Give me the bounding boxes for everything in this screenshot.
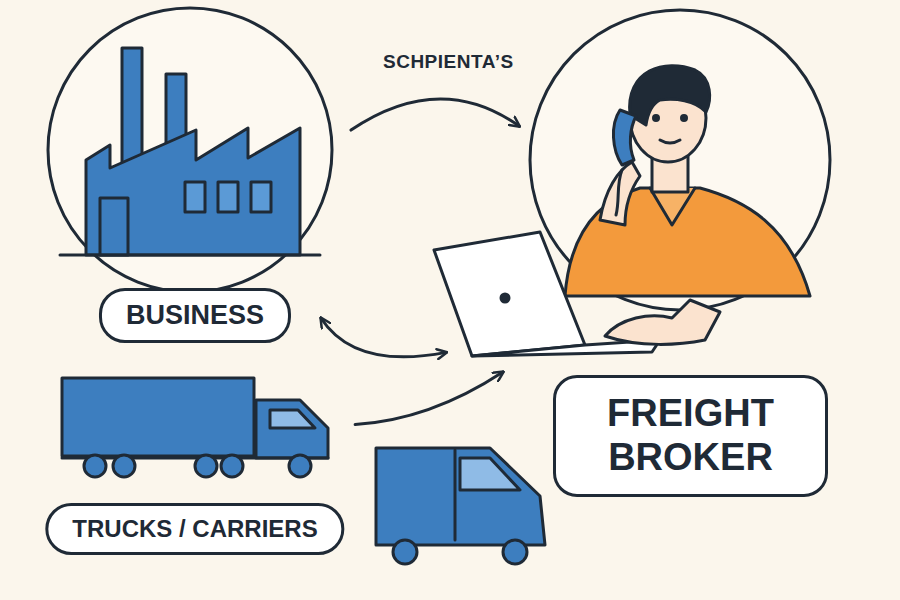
label-box: FREIGHT BROKER	[553, 375, 828, 497]
node-label: BUSINESS	[126, 300, 264, 331]
carriers-node: TRUCKS / CARRIERS	[40, 370, 560, 565]
label-pill: BUSINESS	[99, 288, 291, 343]
box-truck-icon	[62, 378, 328, 477]
broker-person	[565, 66, 810, 296]
flow-arrow	[351, 99, 519, 130]
laptop-icon	[434, 232, 720, 356]
broker-node: FREIGHT BROKER	[430, 8, 835, 500]
label-pill: TRUCKS / CARRIERS	[45, 503, 344, 555]
flow-arrow	[321, 318, 446, 357]
broker-circle	[530, 10, 830, 310]
business-circle	[48, 8, 332, 292]
node-label: TRUCKS / CARRIERS	[72, 515, 317, 543]
van-icon	[376, 448, 545, 564]
factory-icon	[60, 48, 320, 255]
business-node: BUSINESS	[45, 8, 345, 338]
flow-arrow	[355, 372, 503, 425]
edge-label: SCHPIENTA’S	[379, 50, 518, 74]
node-label: FREIGHT BROKER	[574, 392, 807, 479]
